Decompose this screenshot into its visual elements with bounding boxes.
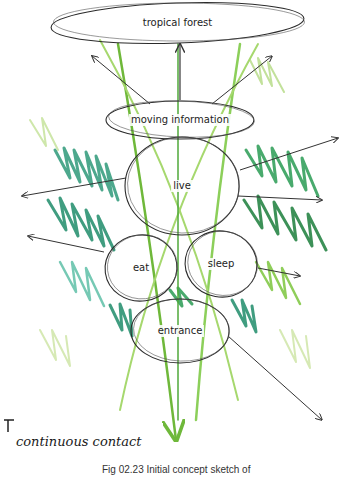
cloud-shape: tropical forest (50, 2, 305, 44)
handwritten-note: continuous contact (14, 434, 144, 449)
circle-node: eat (104, 234, 178, 302)
node-label: sleep (206, 258, 237, 270)
connector-arrow (179, 44, 180, 100)
node-label: moving information (129, 114, 231, 126)
node-label: tropical forest (141, 17, 214, 29)
node-label: eat (131, 262, 151, 274)
circle-node: sleep (184, 230, 258, 298)
figure-caption: Fig 02.23 Initial concept sketch of (100, 464, 252, 475)
circle-node: entrance (130, 298, 230, 364)
circle-node: live (124, 136, 240, 236)
node-label: entrance (156, 325, 205, 337)
ellipse-node: moving information (105, 100, 255, 140)
node-label: live (171, 180, 193, 192)
